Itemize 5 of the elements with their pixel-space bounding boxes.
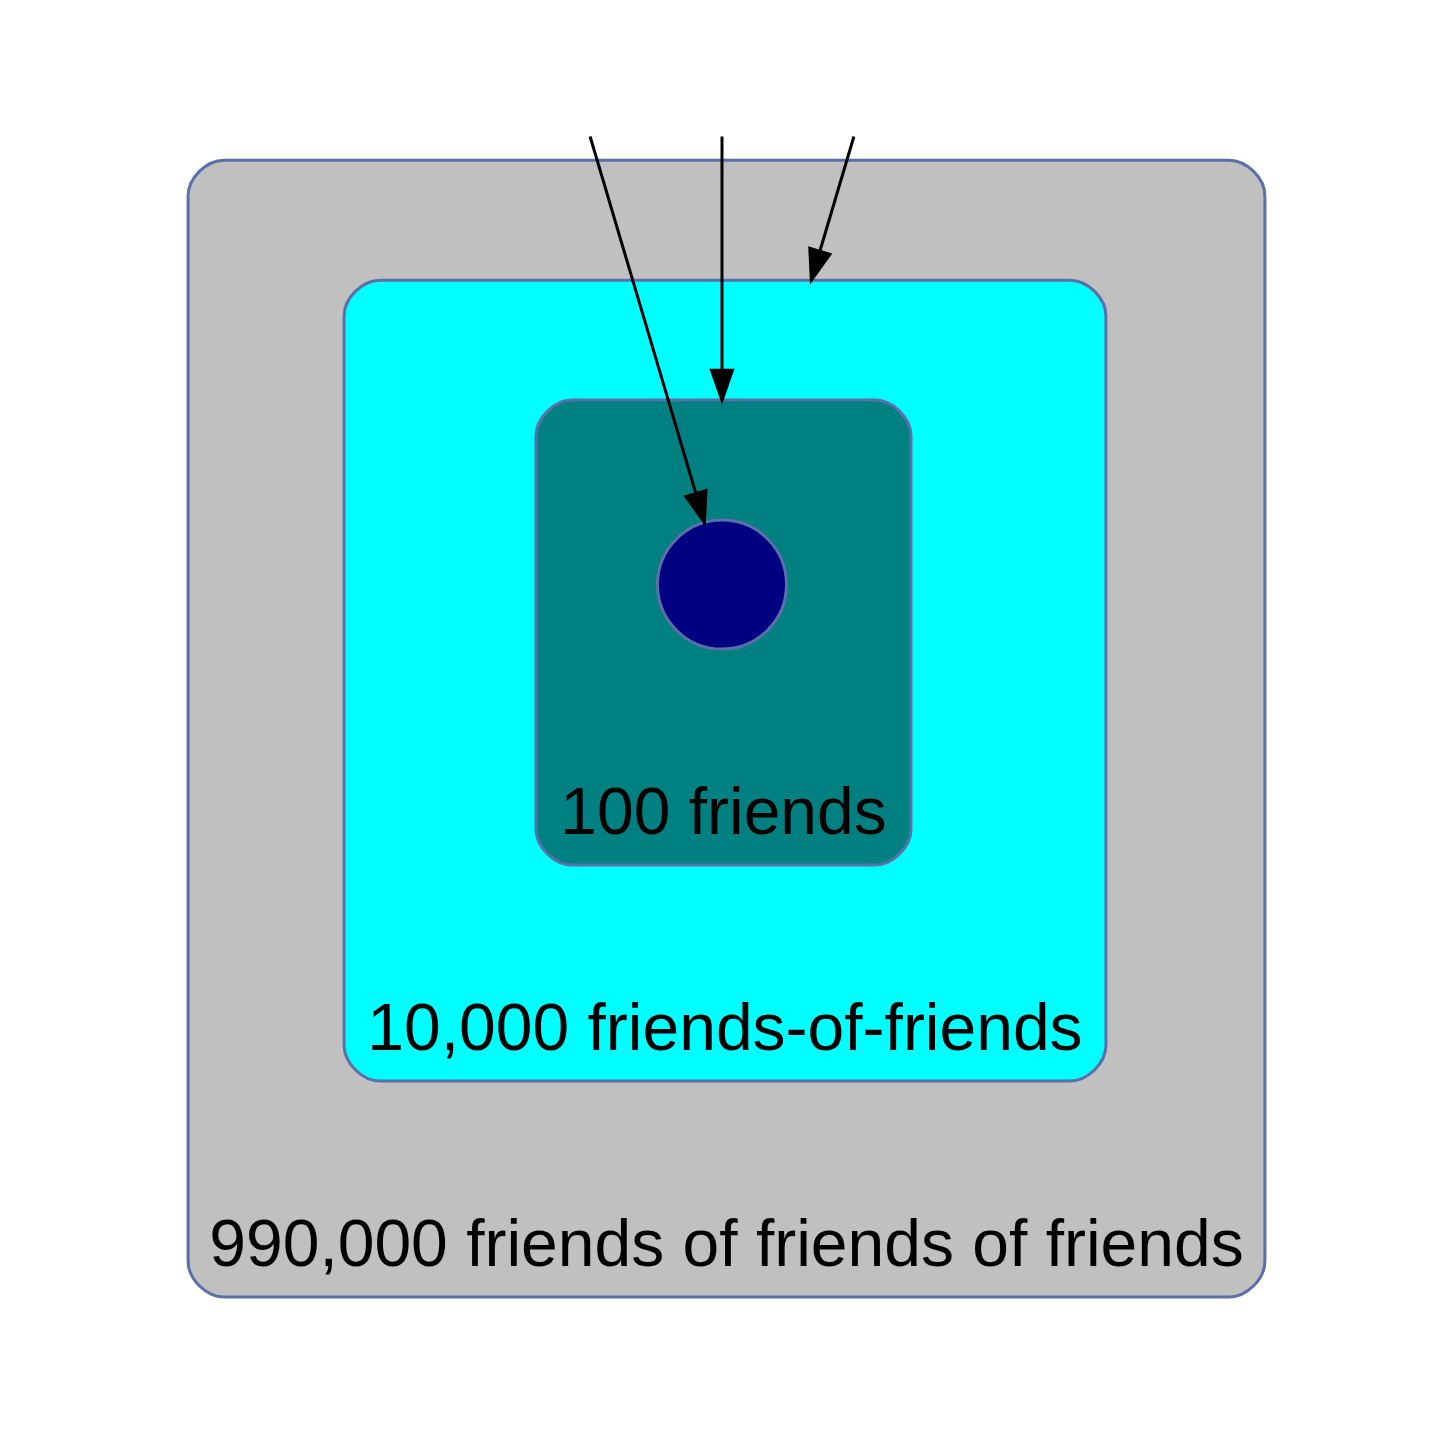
arrow: [709, 136, 735, 405]
arrow: [808, 135, 856, 284]
arrow: [588, 135, 708, 527]
cluster: 100 friends: [534, 398, 913, 867]
node-circle: [656, 518, 788, 651]
